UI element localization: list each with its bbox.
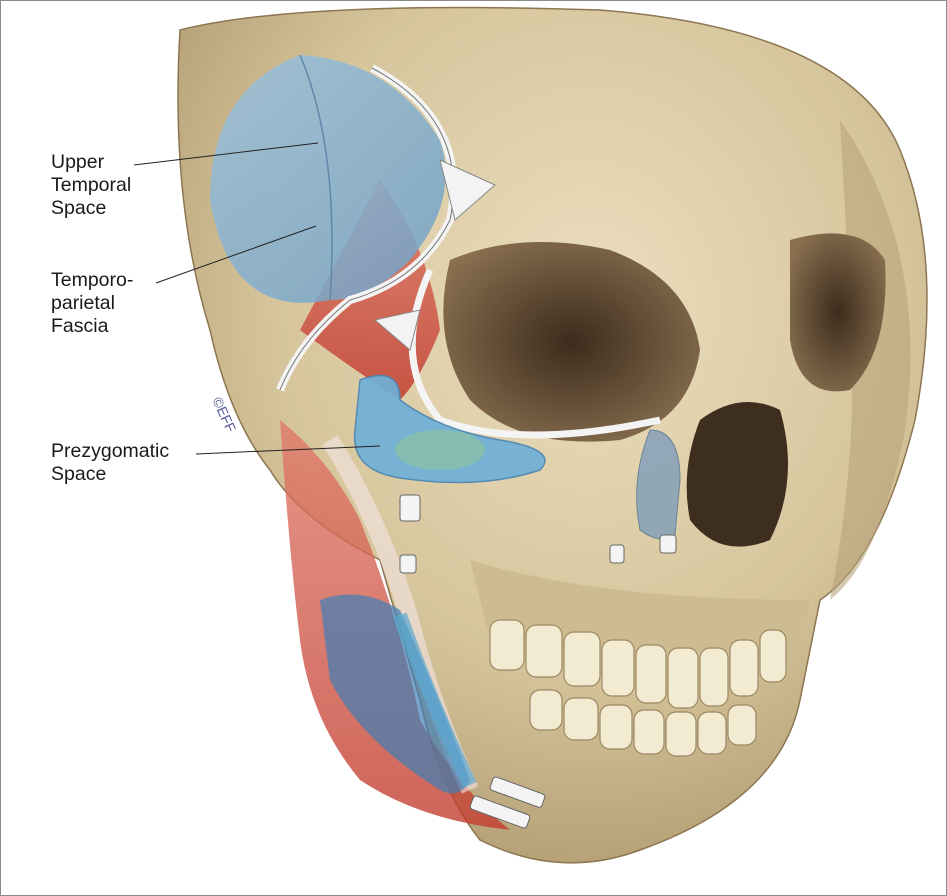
retaining-ligaments [399,494,677,829]
upper-temporal-space [210,55,446,303]
label-line: Upper [51,151,105,173]
label-upper-temporal-space: Upper Temporal Space [51,151,131,220]
leader-temporoparietal [155,225,317,284]
leader-upper-temporal [133,142,319,166]
label-line: Prezygomatic [51,440,170,462]
label-prezygomatic-space: Prezygomatic Space [51,440,169,486]
left-orbit [443,242,700,442]
label-line: Temporo- [51,269,134,291]
malar-pad [636,429,681,540]
leader-prezygomatic [195,445,381,455]
label-line: Space [51,197,107,219]
label-line: parietal [51,292,115,314]
label-temporoparietal-fascia: Temporo- parietal Fascia [51,269,133,338]
label-line: Space [51,463,107,485]
right-orbit [790,233,886,392]
nasal-cavity [686,402,788,547]
label-line: Temporal [51,174,132,196]
masseteric-space [320,594,470,794]
teeth [489,619,787,757]
label-line: Fascia [51,315,109,337]
